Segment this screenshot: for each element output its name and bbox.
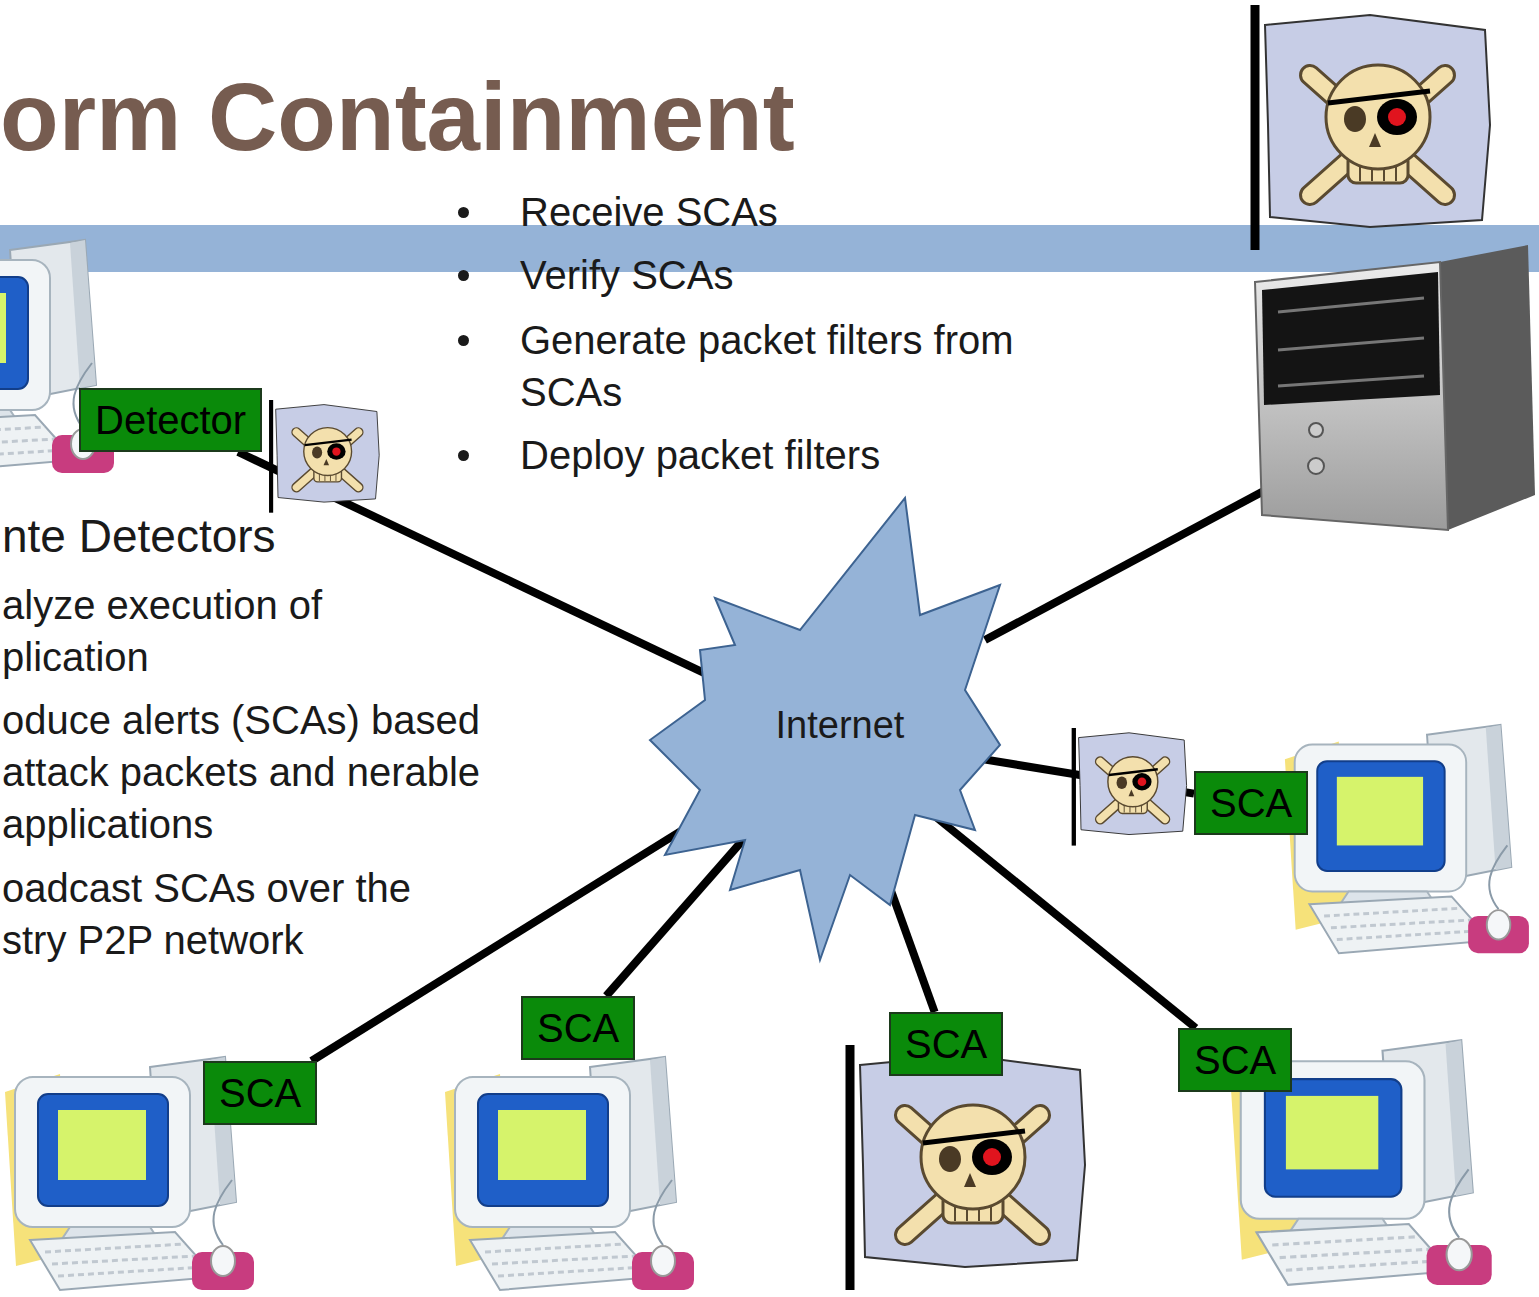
- bullet-dot: [458, 207, 469, 218]
- bullet-item: Generate packet filters from SCAs: [520, 314, 1080, 418]
- bullet-item: Verify SCAs: [520, 249, 1160, 301]
- bullet-text: Generate packet filters from SCAs: [520, 318, 1014, 414]
- computer-icon: [1285, 725, 1529, 953]
- drive-bays: [1262, 272, 1440, 405]
- bullet-text: Deploy packet filters: [520, 433, 880, 477]
- power-led: [1309, 423, 1323, 437]
- drive-slots: [1278, 298, 1424, 386]
- note-text: oadcast SCAs over the stry P2P network: [2, 862, 442, 966]
- internet-cloud: Internet: [645, 495, 1005, 965]
- alert-box: Detector: [79, 388, 262, 452]
- note-text: oduce alerts (SCAs) based attack packets…: [2, 698, 480, 846]
- node-label: SCA: [1210, 777, 1292, 829]
- computer-icon: [445, 1057, 694, 1290]
- pirate-flag: [271, 400, 379, 513]
- alert-box: SCA: [203, 1061, 317, 1125]
- bullet-item: Receive SCAs: [520, 186, 1160, 238]
- alert-box: SCA: [889, 1012, 1003, 1076]
- pirate-flag: [1074, 728, 1187, 846]
- pirate-flag: [850, 1045, 1085, 1290]
- power-button: [1308, 458, 1324, 474]
- node-label: Detector: [95, 394, 246, 446]
- note-text: oadcast SCAs over the stry P2P network: [2, 866, 411, 962]
- bullet-dot: [458, 450, 469, 461]
- node-label: SCA: [905, 1018, 987, 1070]
- slide-title: orm Containment: [0, 69, 795, 165]
- node-label: SCA: [1194, 1034, 1276, 1086]
- cloud-outline: [650, 498, 1000, 960]
- bullet-text: Receive SCAs: [520, 190, 778, 234]
- alert-box: SCA: [521, 996, 635, 1060]
- bullet-dot: [458, 335, 469, 346]
- server-front: [1255, 262, 1448, 530]
- pirate-flag: [1255, 5, 1490, 250]
- bullet-text: Verify SCAs: [520, 253, 733, 297]
- node-label: Internet: [776, 704, 905, 747]
- note-text: alyze execution of plication: [2, 583, 322, 679]
- bullet-item: Deploy packet filters: [520, 429, 1160, 481]
- link-line: [931, 813, 1196, 1028]
- alert-box: SCA: [1194, 771, 1308, 835]
- note-text: nte Detectors: [2, 510, 276, 562]
- note-text: alyze execution of plication: [2, 579, 402, 683]
- bullet-dot: [458, 270, 469, 281]
- server-side: [1440, 245, 1535, 530]
- server-link: [985, 485, 1275, 640]
- alert-box: SCA: [1178, 1028, 1292, 1092]
- node-label: SCA: [219, 1067, 301, 1119]
- link-line: [606, 829, 752, 996]
- server-icon: [1255, 245, 1535, 530]
- note-text: nte Detectors: [2, 508, 442, 564]
- node-label: SCA: [537, 1002, 619, 1054]
- note-text: oduce alerts (SCAs) based attack packets…: [2, 694, 502, 850]
